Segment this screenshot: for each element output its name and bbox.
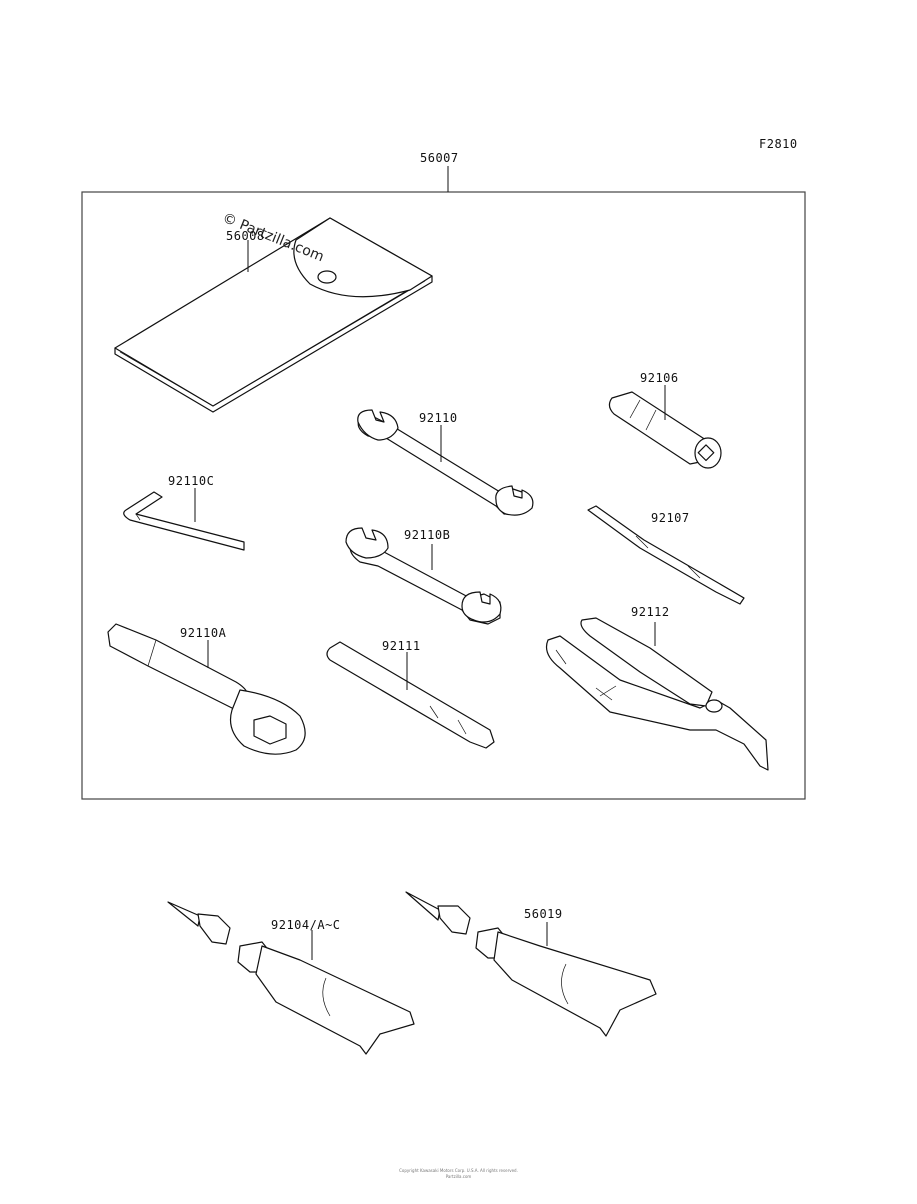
footer-site: Partzilla.com — [445, 1174, 472, 1179]
open-wrench-illustration — [357, 409, 534, 516]
grease-tube-2-illustration — [405, 891, 657, 1037]
pliers-illustration — [545, 617, 769, 771]
part-label-grease-tube-1: 92104/A~C — [271, 918, 341, 932]
handle-bar-illustration — [326, 641, 495, 749]
part-label-wrench-open-1: 92110 — [419, 411, 458, 425]
box-wrench-illustration — [107, 623, 306, 755]
part-label-pliers: 92112 — [631, 605, 670, 619]
part-label-kit: 56007 — [420, 151, 459, 165]
grease-tube-1-illustration — [167, 901, 415, 1055]
part-label-grease-tube-2: 56019 — [524, 907, 563, 921]
part-label-cap-driver: 92106 — [640, 371, 679, 385]
footer-copyright: Copyright Kawasaki Motors Corp. U.S.A. A… — [399, 1168, 518, 1173]
part-label-case: 56008 — [226, 229, 265, 243]
part-label-hex-key: 92110C — [168, 474, 215, 488]
hex-key-illustration — [123, 488, 245, 551]
part-label-screwdriver: 92107 — [651, 511, 690, 525]
open-wrench-2-illustration — [345, 527, 502, 625]
cap-driver-illustration — [608, 385, 722, 469]
figure-code: F2810 — [759, 137, 798, 151]
part-label-box-wrench: 92110A — [180, 626, 227, 640]
part-label-handle-bar: 92111 — [382, 639, 421, 653]
kit-box — [81, 166, 806, 800]
part-label-wrench-open-2: 92110B — [404, 528, 451, 542]
tool-case-illustration — [114, 217, 433, 413]
screwdriver-illustration — [587, 505, 745, 605]
